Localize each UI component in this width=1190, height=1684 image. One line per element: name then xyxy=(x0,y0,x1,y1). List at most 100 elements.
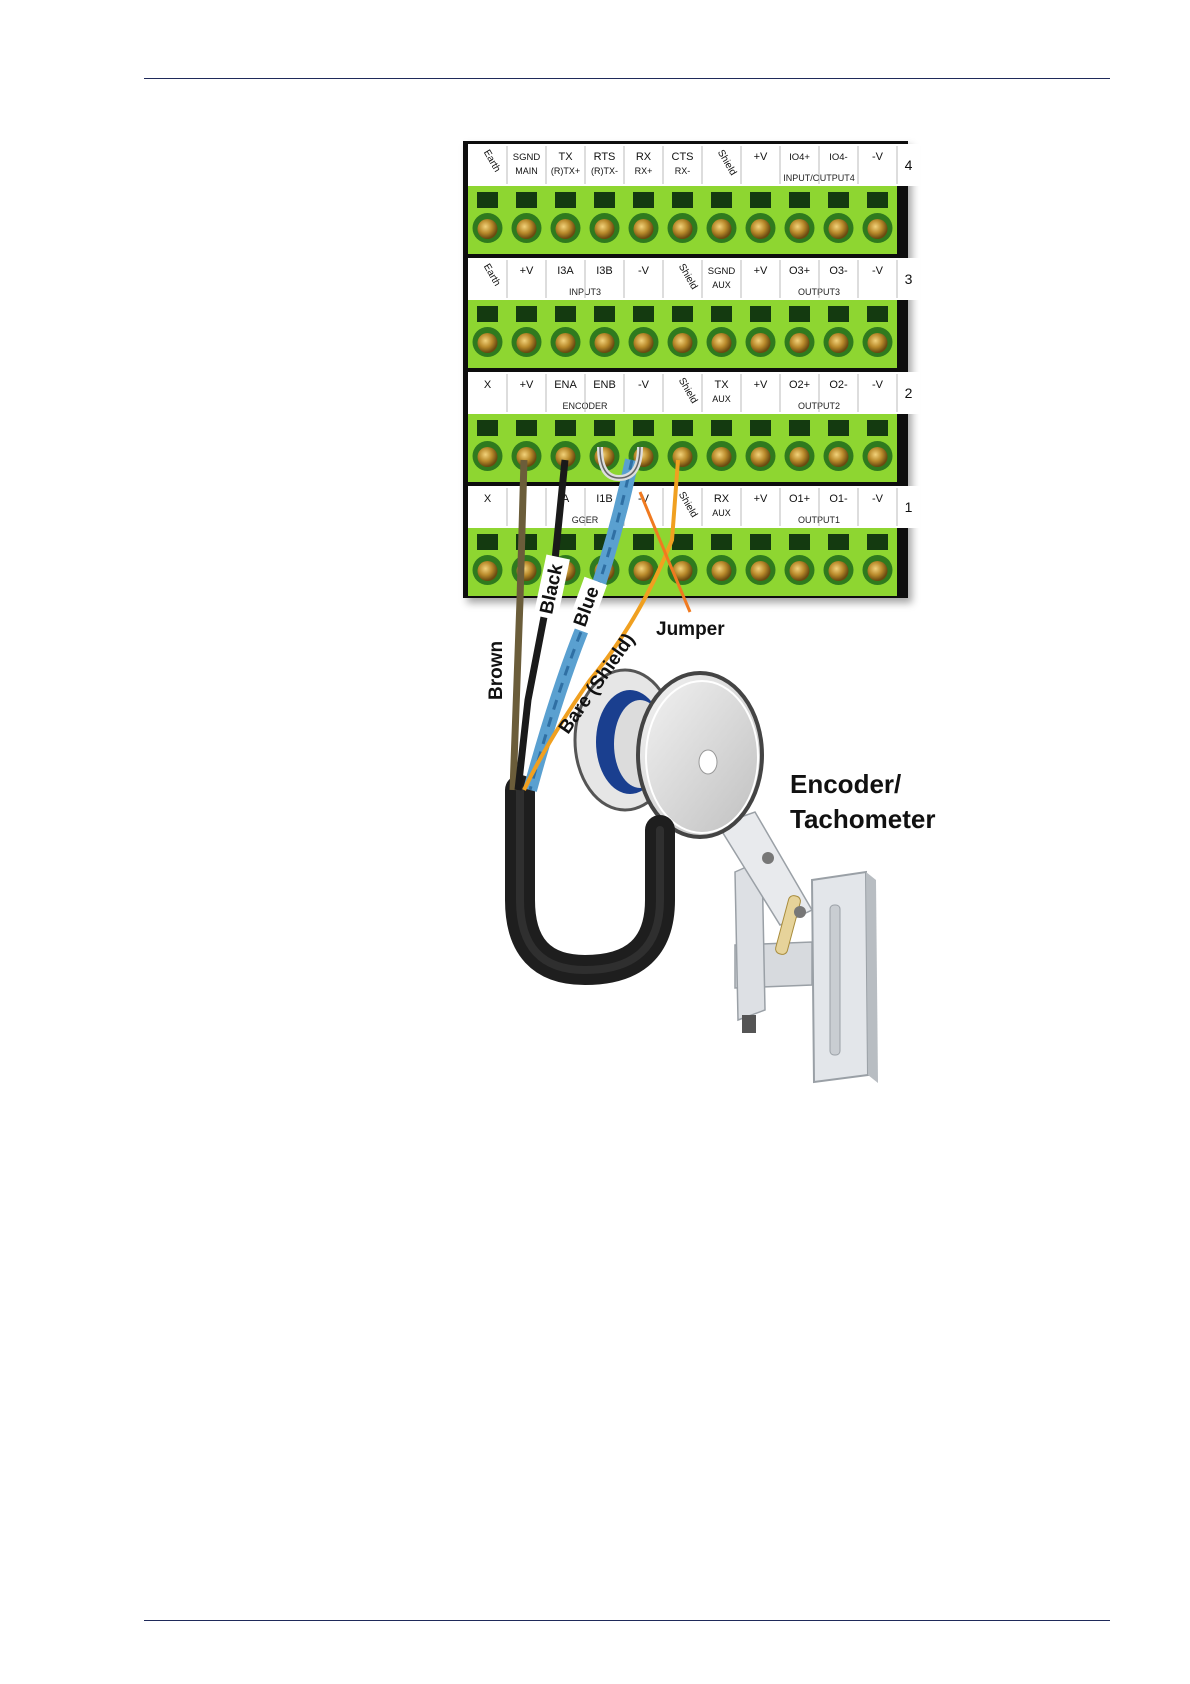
terminal-label: I3B xyxy=(596,265,613,277)
cable-jacket xyxy=(505,775,675,986)
wire-slot xyxy=(555,420,576,436)
terminal-label: IO4- xyxy=(829,152,847,163)
screw-icon xyxy=(828,333,849,353)
wire-slot xyxy=(828,420,849,436)
screw-icon xyxy=(633,561,654,581)
terminal-label: O3- xyxy=(829,265,848,277)
screw-icon xyxy=(789,333,810,353)
wire-slot xyxy=(477,192,498,208)
wire-slot xyxy=(672,192,693,208)
terminal-label: I3A xyxy=(557,265,574,277)
wire-slot xyxy=(594,420,615,436)
screw-icon xyxy=(555,219,576,239)
screw-icon xyxy=(672,219,693,239)
terminal-label: +V xyxy=(754,493,768,505)
wire-slot xyxy=(750,192,771,208)
wire-slot xyxy=(594,306,615,322)
device-label-line2: Tachometer xyxy=(790,804,935,834)
terminal-label: SGND xyxy=(708,266,736,277)
label-strip xyxy=(468,486,920,528)
terminal-sublabel: AUX xyxy=(712,280,731,290)
wire-slot xyxy=(555,192,576,208)
terminal-label: -V xyxy=(872,493,884,505)
terminal-label: RTS xyxy=(594,151,616,163)
screw-icon xyxy=(555,333,576,353)
wire-slot xyxy=(516,192,537,208)
screw-icon xyxy=(633,333,654,353)
terminal-label: -V xyxy=(872,265,884,277)
screw-icon xyxy=(711,447,732,467)
header-rule xyxy=(144,78,1110,79)
label-strip xyxy=(468,258,920,300)
encoder-wheel xyxy=(636,671,764,839)
wire-slot xyxy=(477,420,498,436)
terminal-label: IO4+ xyxy=(789,152,810,163)
terminal-label: X xyxy=(484,493,492,505)
terminal-label: CTS xyxy=(672,151,694,163)
terminal-label: A xyxy=(562,493,570,505)
black-wire xyxy=(514,459,569,791)
wire-slot xyxy=(828,306,849,322)
terminal-label: ENB xyxy=(593,379,616,391)
wire-slot xyxy=(672,534,693,550)
brown-wire xyxy=(509,459,528,791)
terminal-sublabel: AUX xyxy=(712,394,731,404)
wire-slot xyxy=(711,534,732,550)
wire-slot xyxy=(789,534,810,550)
screw-icon xyxy=(750,219,771,239)
terminal-label: RX xyxy=(636,151,652,163)
wire-slot xyxy=(867,534,888,550)
screw-icon xyxy=(672,333,693,353)
wire-slot xyxy=(672,420,693,436)
screw-icon xyxy=(789,561,810,581)
jumper-label: Jumper xyxy=(656,619,725,640)
terminal-label: TX xyxy=(714,379,729,391)
terminal-label: O1- xyxy=(829,493,848,505)
screw-icon xyxy=(477,447,498,467)
wire-slot xyxy=(516,420,537,436)
row-number: 2 xyxy=(905,385,913,401)
wire-slot xyxy=(711,306,732,322)
screw-icon xyxy=(477,333,498,353)
screw-icon xyxy=(594,219,615,239)
row-number: 4 xyxy=(905,157,913,173)
row-number: 1 xyxy=(905,499,913,515)
encoder-device xyxy=(573,668,878,1084)
wire-slot xyxy=(789,306,810,322)
terminal-label: +V xyxy=(754,151,768,163)
terminal-label: RX xyxy=(714,493,730,505)
screw-icon xyxy=(867,561,888,581)
screw-icon xyxy=(672,447,693,467)
terminal-sublabel: RX- xyxy=(675,166,691,176)
screw-icon xyxy=(477,561,498,581)
wire-slot xyxy=(789,420,810,436)
wire-slot xyxy=(633,192,654,208)
row-number: 3 xyxy=(905,271,913,287)
screw-icon xyxy=(711,561,732,581)
label-strip xyxy=(468,144,920,186)
screw-icon xyxy=(516,333,537,353)
terminal-label: O2+ xyxy=(789,379,810,391)
screw-icon xyxy=(867,333,888,353)
screw-icon xyxy=(477,219,498,239)
device-label-line1: Encoder/ xyxy=(790,769,901,799)
terminal-sublabel: MAIN xyxy=(515,166,538,176)
wire-slot xyxy=(633,534,654,550)
screw-icon xyxy=(789,447,810,467)
terminal-label: -V xyxy=(872,379,884,391)
wire-slot xyxy=(594,192,615,208)
terminal-label: O2- xyxy=(829,379,848,391)
wire-slot xyxy=(828,534,849,550)
terminal-label: +V xyxy=(520,265,534,277)
wire-slot xyxy=(750,306,771,322)
jumper-wire xyxy=(638,491,692,613)
wire-slot xyxy=(633,306,654,322)
terminal-label: +V xyxy=(520,379,534,391)
label-strip xyxy=(468,372,920,414)
terminal-label: TX xyxy=(558,151,573,163)
wire-slot xyxy=(750,420,771,436)
screw-icon xyxy=(828,561,849,581)
